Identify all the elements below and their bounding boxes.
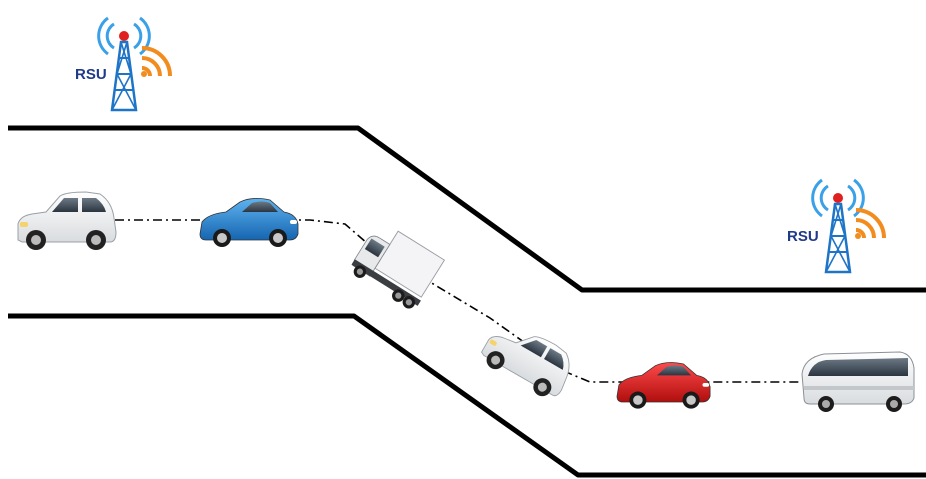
bus-icon <box>801 351 915 413</box>
white-car-icon <box>17 191 117 251</box>
rsu-left: RSU <box>75 16 172 112</box>
red-car-icon <box>616 362 711 410</box>
radio-tower-icon <box>96 16 172 112</box>
truck-icon <box>346 219 447 313</box>
blue-car-icon <box>199 197 299 248</box>
white-car-icon <box>476 314 580 405</box>
rsu-label-left: RSU <box>75 66 107 83</box>
road-edge-upper <box>8 125 926 293</box>
rsu-right: RSU <box>787 178 886 274</box>
rsu-label-right: RSU <box>787 228 819 245</box>
road-edge-lower <box>8 313 926 478</box>
radio-tower-icon <box>810 178 886 274</box>
